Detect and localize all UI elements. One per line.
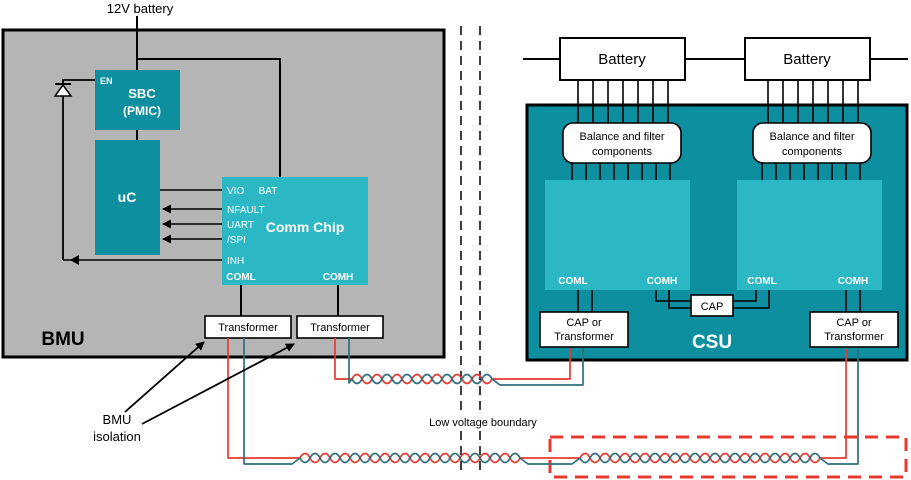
bmu-title: BMU xyxy=(41,329,84,350)
uc-label: uC xyxy=(118,189,137,205)
comm-chip-label: Comm Chip xyxy=(266,219,345,235)
comh-left-to-cap-wires xyxy=(655,290,691,309)
sbc-label-line2: (PMIC) xyxy=(123,104,161,118)
csu-title: CSU xyxy=(692,332,732,353)
csu-chip-right-comh-label: COMH xyxy=(838,276,869,287)
balance-right-box xyxy=(752,122,872,164)
cap-transformer-left-label-line2: Transformer xyxy=(554,331,614,343)
twist-blue xyxy=(299,452,521,464)
pin-nfault-label: NFAULT xyxy=(227,205,265,216)
battery-right-tap-lines xyxy=(767,80,859,123)
csu-chip-right xyxy=(737,180,882,290)
wire-red xyxy=(820,349,847,459)
wire-blue xyxy=(491,348,584,386)
wire-red xyxy=(334,338,352,380)
sbc-block xyxy=(95,70,180,130)
twisted-pair-bottom xyxy=(227,338,859,465)
cap-transformer-right-label-line2: Transformer xyxy=(824,331,884,343)
balance-left-label-line1: Balance and filter xyxy=(580,131,665,143)
csu-chip-left-comh-label: COMH xyxy=(647,276,678,287)
battery-left-tap-lines xyxy=(577,80,669,123)
pin-coml-label: COML xyxy=(226,272,255,283)
balance-right-label-line2: components xyxy=(782,146,842,158)
comm-chip-block xyxy=(222,177,368,285)
transformer-left-box xyxy=(204,315,292,339)
csu-chip-right-coml-label: COML xyxy=(747,276,776,287)
low-voltage-boundary-label: Low voltage boundary xyxy=(429,417,537,429)
balance-left-chip-lines xyxy=(571,163,671,180)
cap-transformer-left-box xyxy=(539,311,629,348)
boundary-label-backing xyxy=(421,414,545,430)
pin-inh-label: INH xyxy=(227,256,244,267)
balance-left-label-line2: components xyxy=(592,146,652,158)
battery-12v-label: 12V battery xyxy=(107,1,174,16)
coml-left-to-captrans-wires xyxy=(577,290,593,312)
isolation-arrow-right xyxy=(141,343,295,425)
inh-arrowhead-icon xyxy=(70,255,79,265)
cap-label: CAP xyxy=(701,301,724,313)
pin-comh-label: COMH xyxy=(323,272,354,283)
coml-right-to-cap-wires xyxy=(733,290,770,309)
cap-box xyxy=(690,294,734,317)
wire-blue xyxy=(819,349,859,465)
pin-vio-label: VIO xyxy=(227,186,244,197)
pin-uart-label: UART xyxy=(227,220,254,231)
battery-right-label: Battery xyxy=(783,51,831,68)
csu-chip-left xyxy=(545,180,690,290)
transformer-left-label: Transformer xyxy=(218,322,278,334)
pin-bat-label: BAT xyxy=(259,186,278,197)
wire-12v-to-bat-pin xyxy=(137,58,281,177)
transformer-right-box xyxy=(296,315,384,339)
isolation-arrow-left xyxy=(124,341,205,413)
comh-right-to-captrans-wires xyxy=(845,290,861,312)
cap-transformer-right-label-line1: CAP or xyxy=(836,317,872,329)
isolation-highlight-box xyxy=(548,435,908,479)
pin-spi-label: /SPI xyxy=(227,235,246,246)
wire-blue xyxy=(348,338,353,384)
cap-transformer-left-label-line1: CAP or xyxy=(566,317,602,329)
bmu-isolation-label-line1: BMU xyxy=(103,412,132,427)
balance-left-box xyxy=(562,122,682,164)
battery-left-label: Battery xyxy=(598,51,646,68)
uc-block xyxy=(95,140,160,255)
twist-blue xyxy=(351,373,493,385)
wire-blue xyxy=(243,338,301,465)
bmu-isolation-label-line2: isolation xyxy=(93,429,141,444)
sbc-en-pin-label: EN xyxy=(100,76,113,86)
csu-chip-left-coml-label: COML xyxy=(558,276,587,287)
battery-right-box xyxy=(744,37,871,81)
cap-transformer-right-box xyxy=(809,311,899,348)
wire-en-diode xyxy=(62,79,95,84)
wire-red xyxy=(492,348,571,380)
sbc-label-line1: SBC xyxy=(128,86,156,101)
twisted-pair-middle xyxy=(334,338,584,386)
balance-right-label-line1: Balance and filter xyxy=(770,131,855,143)
transformer-right-label: Transformer xyxy=(310,322,370,334)
wire-blue xyxy=(519,457,581,465)
balance-right-chip-lines xyxy=(761,163,861,180)
twist-blue xyxy=(579,452,821,464)
